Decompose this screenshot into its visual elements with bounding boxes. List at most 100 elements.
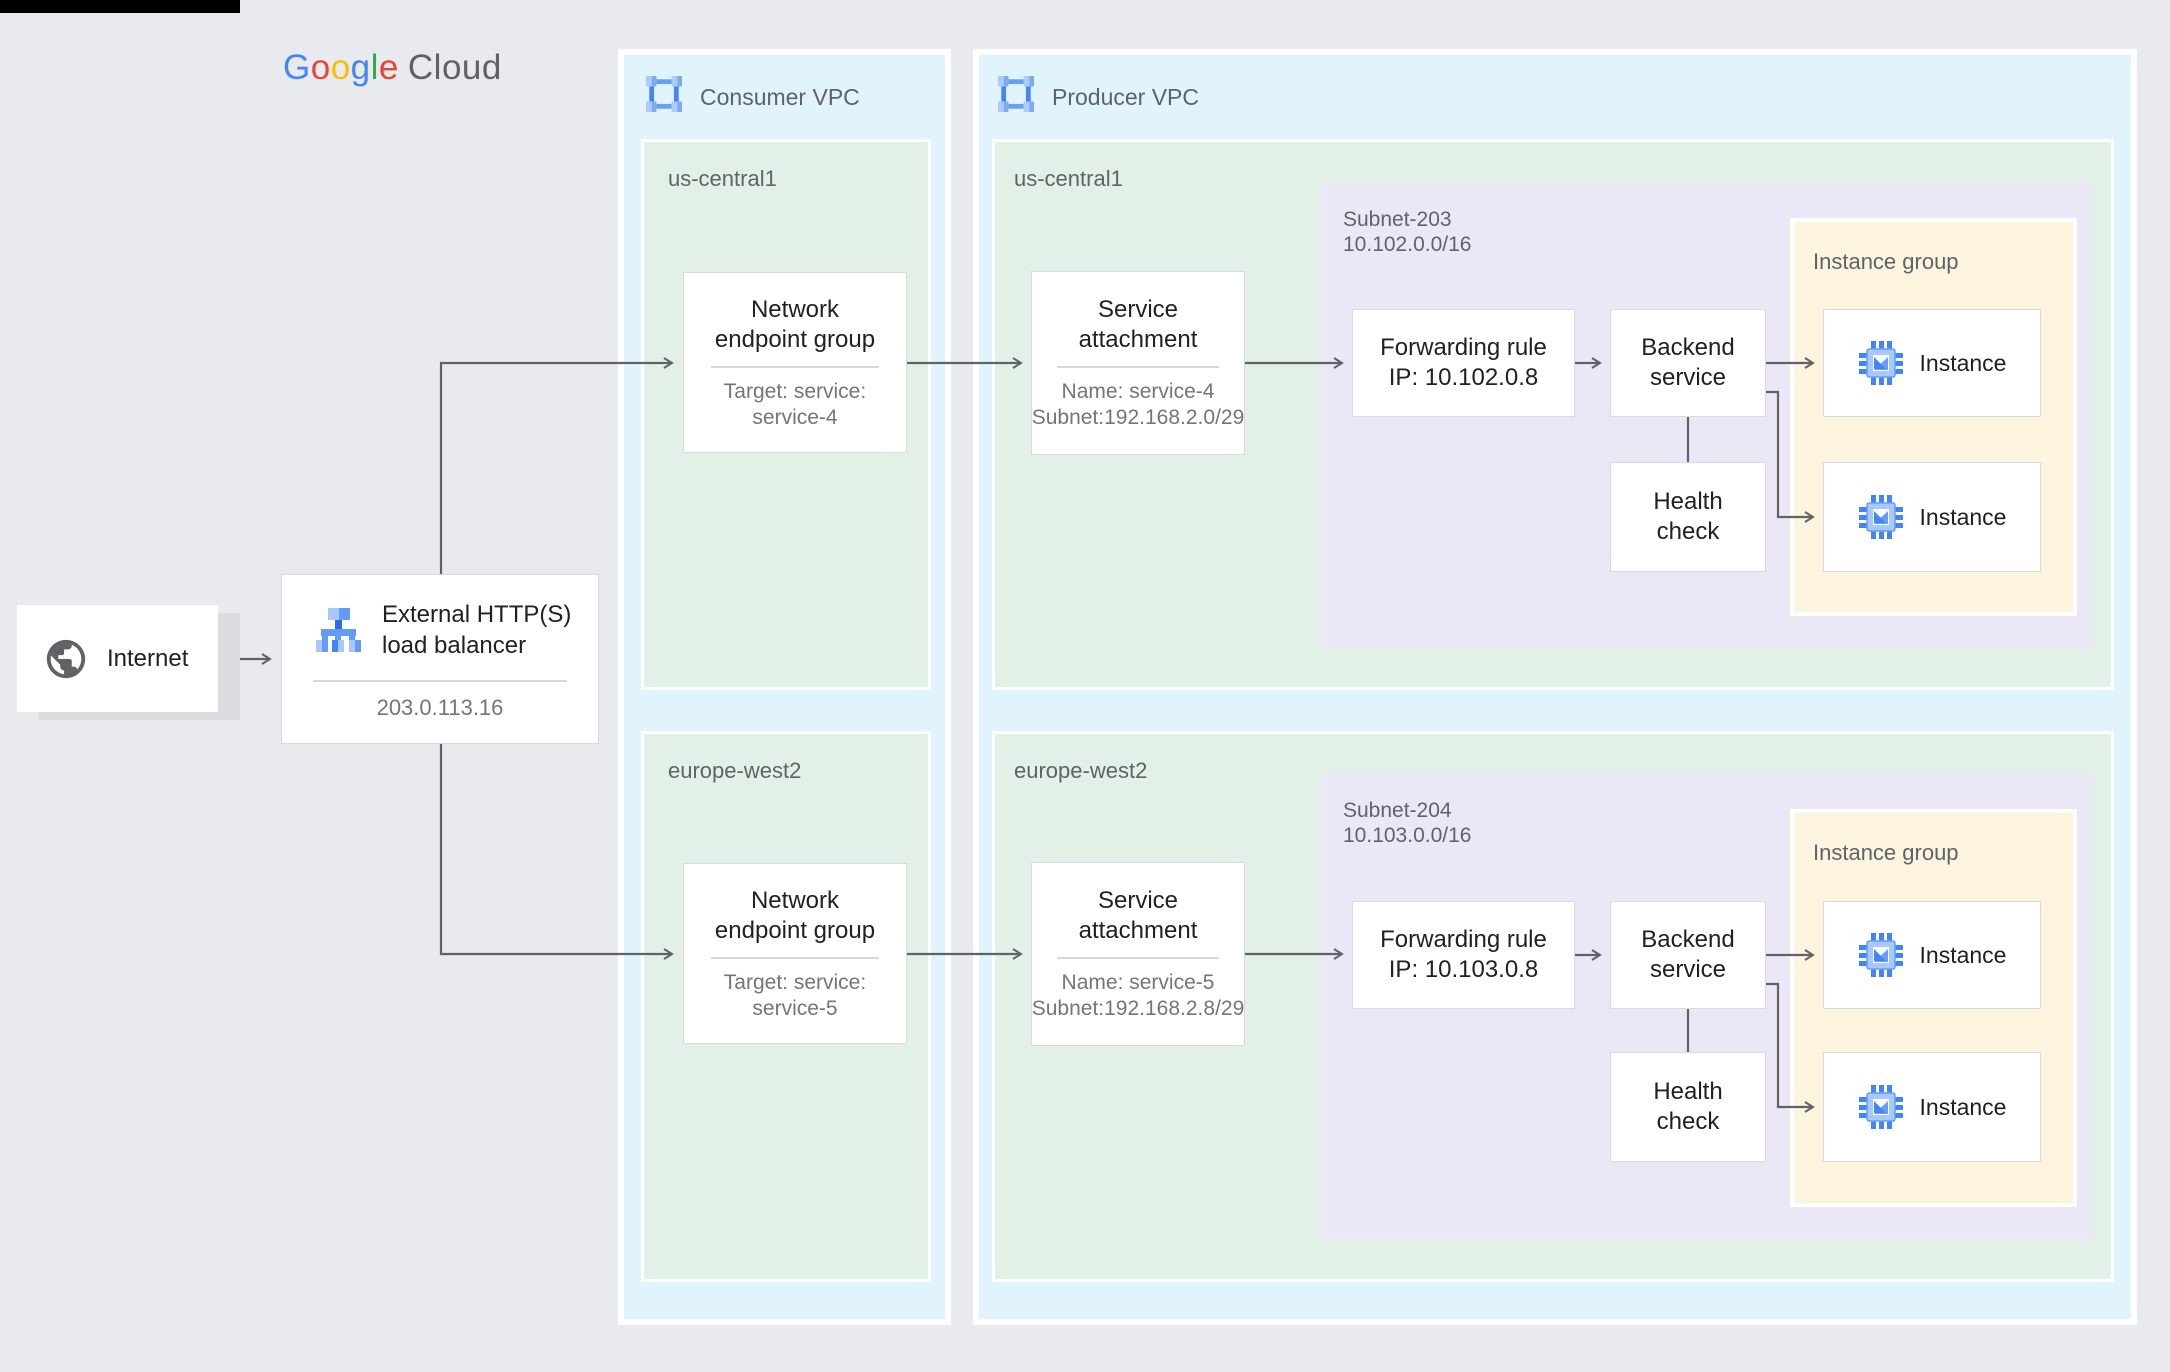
region-label: us-central1 xyxy=(1014,166,1123,191)
load-balancer-divider xyxy=(313,680,567,682)
consumer-vpc-icon xyxy=(646,76,682,112)
compute-instance-icon xyxy=(1858,932,1904,978)
health-check-line: check xyxy=(1656,518,1720,545)
top-black-bar xyxy=(0,0,240,13)
service-attachment-node-us-central1: Service attachment Name: service-4 Subne… xyxy=(1031,271,1245,455)
backend-service-text: Backend service xyxy=(1641,333,1734,393)
neg-target-line: Target: service: xyxy=(723,970,867,994)
internet-label: Internet xyxy=(107,644,189,672)
forwarding-rule-line: Forwarding rule xyxy=(1380,926,1547,953)
service-attachment-details: Name: service-5 Subnet:192.168.2.8/29 xyxy=(1032,970,1245,1022)
neg-target-line: Target: service: xyxy=(723,379,867,403)
sa-detail-line: Name: service-4 xyxy=(1061,380,1215,403)
load-balancer-node: External HTTP(S) load balancer 203.0.113… xyxy=(281,574,599,744)
forwarding-rule-line: Forwarding rule xyxy=(1380,334,1547,361)
neg-title: Network endpoint group xyxy=(715,295,875,355)
region-label: europe-west2 xyxy=(668,758,802,783)
load-balancer-title-line: External HTTP(S) xyxy=(382,601,572,628)
instance-node: Instance xyxy=(1823,462,2041,572)
backend-service-node-us-central1: Backend service xyxy=(1610,309,1766,417)
health-check-node-us-central1: Health check xyxy=(1610,462,1766,572)
instance-label: Instance xyxy=(1919,504,2007,530)
health-check-line: check xyxy=(1656,1108,1720,1135)
backend-service-line: Backend xyxy=(1641,926,1735,953)
neg-title-line: Network xyxy=(750,295,839,323)
instance-label: Instance xyxy=(1919,350,2007,376)
sa-title-line: Service xyxy=(1097,887,1178,914)
internet-node: Internet xyxy=(17,605,218,712)
sa-detail-line: Name: service-5 xyxy=(1061,971,1215,994)
forwarding-rule-ip: IP: 10.102.0.8 xyxy=(1388,364,1539,391)
logo-letter: o xyxy=(310,48,331,87)
subnet-cidr: 10.102.0.0/16 xyxy=(1343,233,1472,256)
instance-group-label: Instance group xyxy=(1813,249,1959,274)
health-check-line: Health xyxy=(1653,488,1723,515)
subnet-label: Subnet-204 10.103.0.0/16 xyxy=(1343,798,1471,848)
service-attachment-node-europe-west2: Service attachment Name: service-5 Subne… xyxy=(1031,862,1245,1046)
globe-icon xyxy=(43,636,89,682)
compute-instance-icon xyxy=(1858,1084,1904,1130)
service-attachment-divider xyxy=(1057,366,1219,368)
instance-group-label: Instance group xyxy=(1813,840,1959,865)
subnet-label: Subnet-203 10.102.0.0/16 xyxy=(1343,207,1471,257)
health-check-node-europe-west2: Health check xyxy=(1610,1052,1766,1162)
load-balancer-ip: 203.0.113.16 xyxy=(376,695,504,720)
logo-letter: g xyxy=(350,48,371,87)
instance-node: Instance xyxy=(1823,1052,2041,1162)
producer-vpc-label: Producer VPC xyxy=(1052,84,1200,110)
neg-target: Target: service: service-5 xyxy=(724,970,866,1022)
neg-title-line: endpoint group xyxy=(714,916,876,944)
health-check-line: Health xyxy=(1653,1078,1723,1105)
load-balancer-icon xyxy=(314,602,364,652)
consumer-vpc-label: Consumer VPC xyxy=(700,84,860,110)
backend-service-line: service xyxy=(1649,364,1727,391)
forwarding-rule-node-europe-west2: Forwarding rule IP: 10.103.0.8 xyxy=(1352,901,1575,1009)
instance-node: Instance xyxy=(1823,901,2041,1009)
region-label: europe-west2 xyxy=(1014,758,1148,783)
subnet-cidr: 10.103.0.0/16 xyxy=(1343,824,1472,847)
instance-label: Instance xyxy=(1919,1094,2007,1120)
load-balancer-title-line: load balancer xyxy=(382,632,527,659)
neg-title-line: endpoint group xyxy=(714,325,876,353)
logo-cloud-text: Cloud xyxy=(407,48,502,87)
producer-vpc-icon xyxy=(998,76,1034,112)
sa-title-line: attachment xyxy=(1078,326,1198,353)
subnet-name: Subnet-203 xyxy=(1343,208,1452,231)
forwarding-rule-text: Forwarding rule IP: 10.103.0.8 xyxy=(1380,925,1547,985)
sa-title-line: attachment xyxy=(1078,917,1198,944)
forwarding-rule-node-us-central1: Forwarding rule IP: 10.102.0.8 xyxy=(1352,309,1575,417)
compute-instance-icon xyxy=(1858,340,1904,386)
logo-letter: G xyxy=(283,48,311,87)
service-attachment-divider xyxy=(1057,957,1219,959)
neg-target-line: service-5 xyxy=(752,996,838,1020)
forwarding-rule-text: Forwarding rule IP: 10.102.0.8 xyxy=(1380,333,1547,393)
load-balancer-title: External HTTP(S) load balancer xyxy=(382,599,571,661)
neg-divider xyxy=(710,956,880,959)
sa-detail-line: Subnet:192.168.2.8/29 xyxy=(1031,997,1245,1020)
service-attachment-title: Service attachment xyxy=(1079,886,1198,946)
instance-node: Instance xyxy=(1823,309,2041,417)
health-check-text: Health check xyxy=(1653,487,1722,547)
service-attachment-title: Service attachment xyxy=(1079,295,1198,355)
health-check-text: Health check xyxy=(1653,1077,1722,1137)
region-label: us-central1 xyxy=(668,166,777,191)
backend-service-line: Backend xyxy=(1641,334,1735,361)
logo-letter: e xyxy=(378,48,399,87)
neg-title: Network endpoint group xyxy=(715,886,875,946)
forwarding-rule-ip: IP: 10.103.0.8 xyxy=(1388,956,1539,983)
backend-service-line: service xyxy=(1649,956,1727,983)
logo-letter: o xyxy=(330,48,351,87)
logo-letter: l xyxy=(370,48,379,87)
compute-instance-icon xyxy=(1858,494,1904,540)
backend-service-text: Backend service xyxy=(1641,925,1734,985)
sa-title-line: Service xyxy=(1097,296,1178,323)
neg-divider xyxy=(710,365,880,368)
neg-target-line: service-4 xyxy=(752,405,838,429)
subnet-name: Subnet-204 xyxy=(1343,799,1452,822)
backend-service-node-europe-west2: Backend service xyxy=(1610,901,1766,1009)
neg-target: Target: service: service-4 xyxy=(724,379,866,431)
instance-label: Instance xyxy=(1919,942,2007,968)
service-attachment-details: Name: service-4 Subnet:192.168.2.0/29 xyxy=(1032,379,1245,431)
